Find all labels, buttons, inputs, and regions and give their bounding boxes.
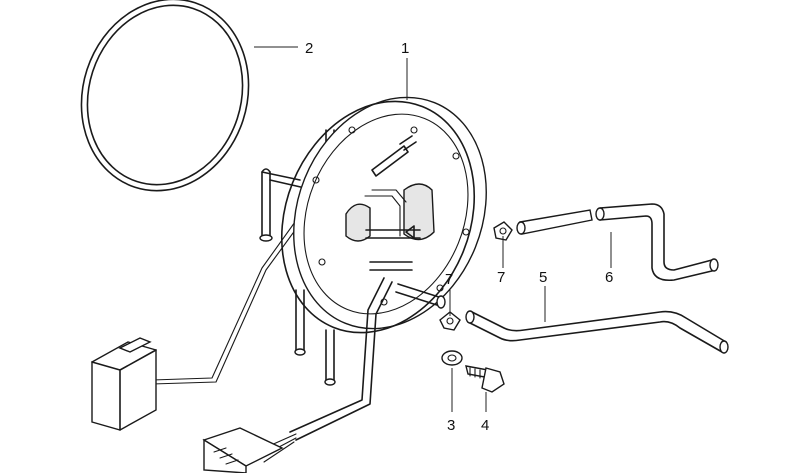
callout-6: 6 bbox=[605, 269, 613, 286]
return-fitting bbox=[395, 283, 446, 309]
leader-lines bbox=[254, 46, 612, 412]
callout-3: 3 bbox=[447, 417, 455, 434]
callout-7-lower: 7 bbox=[445, 271, 453, 288]
screw[interactable] bbox=[465, 365, 505, 393]
level-sensor-box[interactable] bbox=[91, 337, 157, 431]
hose-clamp[interactable] bbox=[439, 311, 461, 331]
bent-pipe[interactable] bbox=[465, 310, 729, 354]
bent-hose[interactable] bbox=[595, 203, 719, 282]
electrical-connector[interactable] bbox=[202, 427, 284, 473]
fuel-level-sender-flange[interactable] bbox=[248, 68, 520, 362]
hose-clamp[interactable] bbox=[493, 221, 513, 241]
callout-4: 4 bbox=[481, 417, 489, 434]
callout-labels: 1 2 3 4 5 6 7 7 bbox=[305, 40, 613, 434]
short-hose[interactable] bbox=[516, 209, 593, 235]
wiring-harness bbox=[259, 277, 393, 463]
washer[interactable] bbox=[441, 350, 463, 366]
callout-7-upper: 7 bbox=[497, 269, 505, 286]
callout-2: 2 bbox=[305, 40, 313, 57]
callout-1: 1 bbox=[401, 40, 409, 57]
seal-ring[interactable] bbox=[57, 0, 273, 213]
callout-5: 5 bbox=[539, 269, 547, 286]
